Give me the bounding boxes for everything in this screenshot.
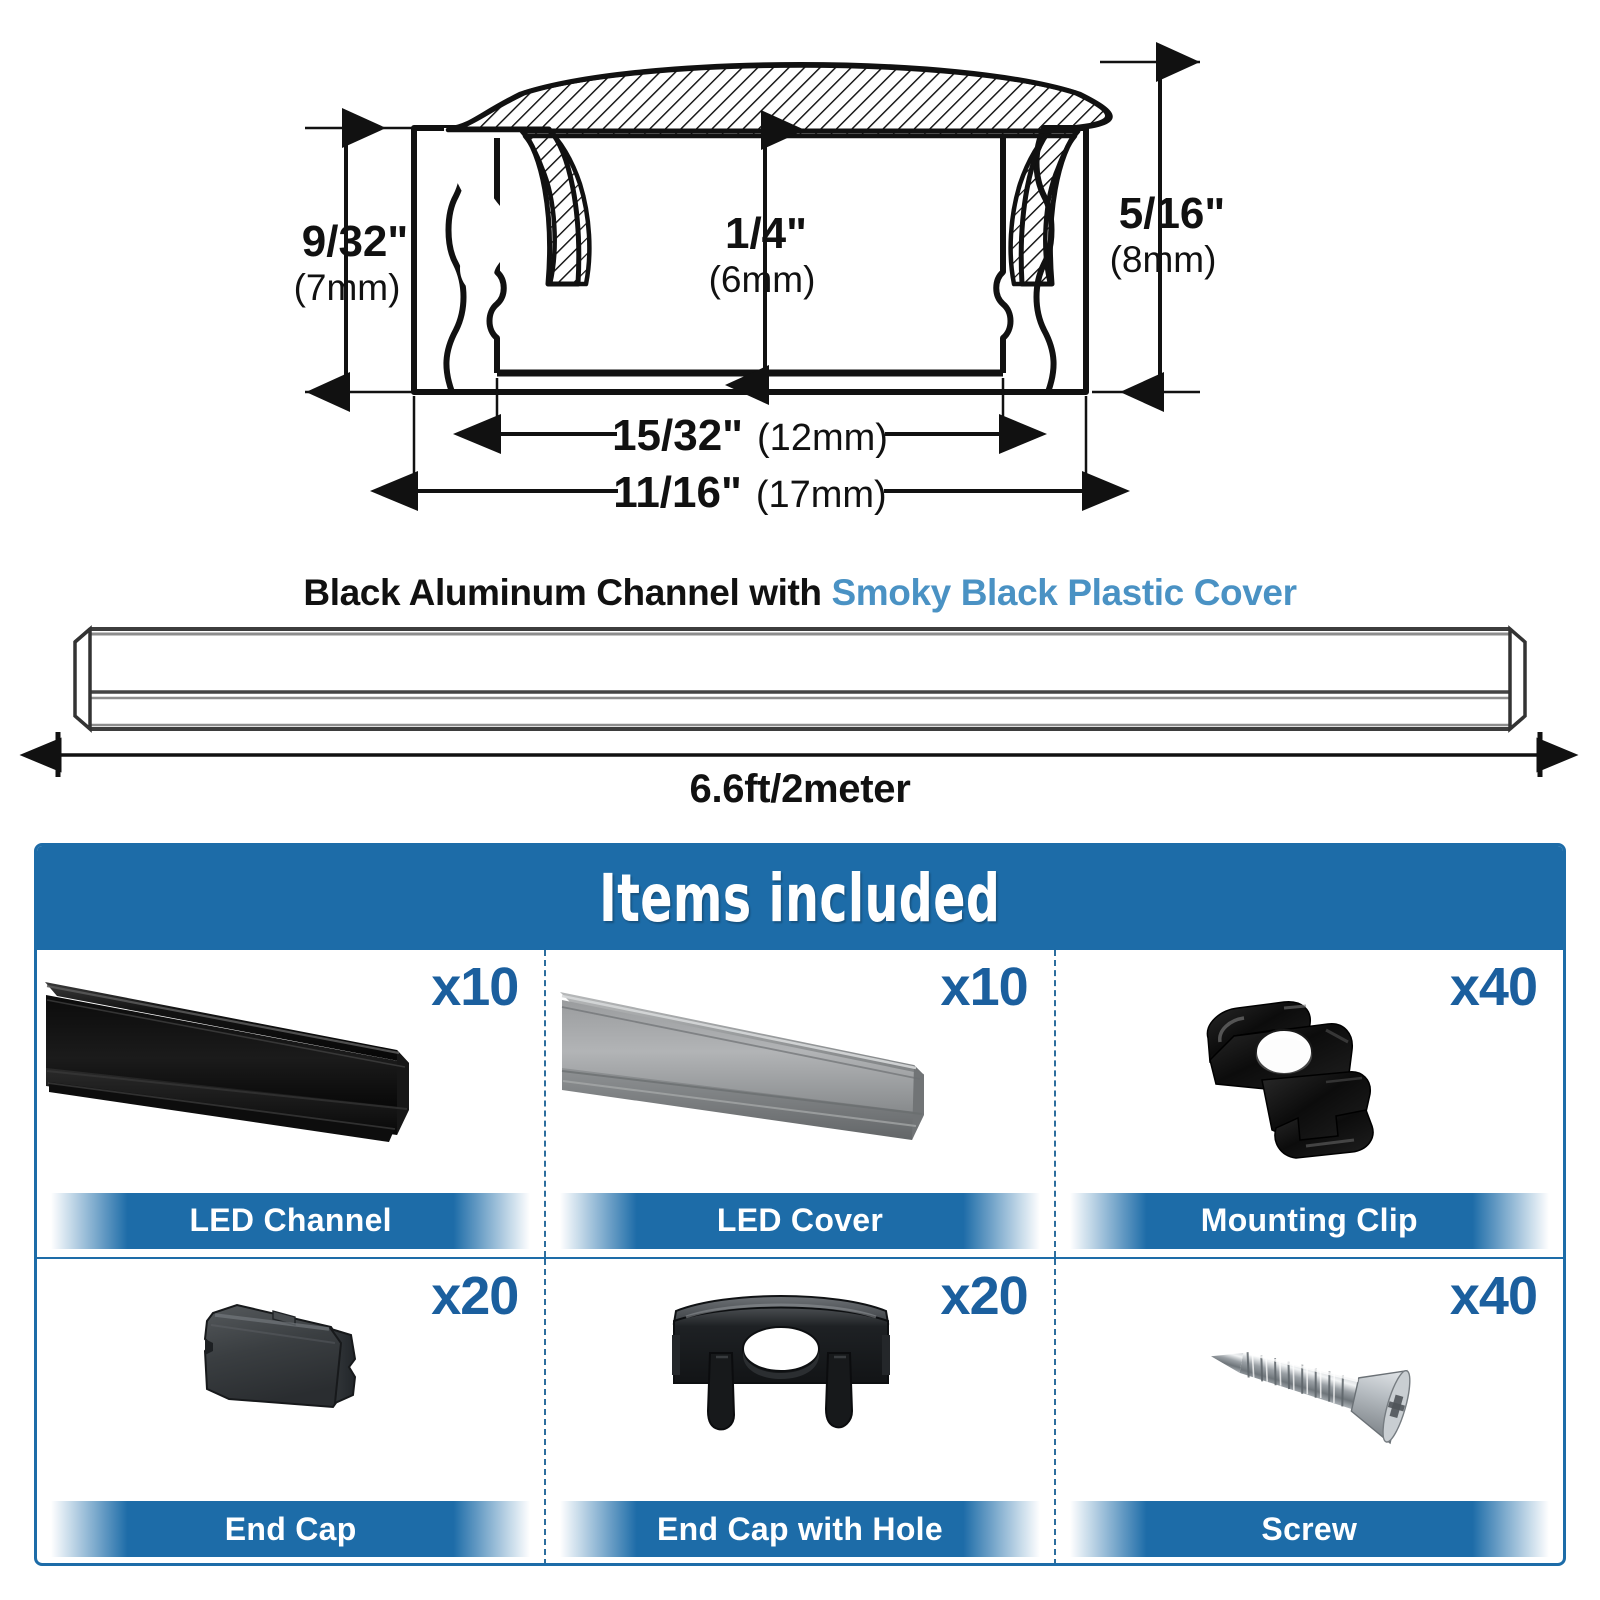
items-included-title: Items included	[599, 859, 1001, 937]
item-label-mounting-clip: Mounting Clip	[1069, 1192, 1549, 1249]
silver-screw	[1210, 1351, 1411, 1444]
dimension-height-with-cover	[1092, 42, 1200, 412]
dim-label-height-outer-inch: 9/32"	[302, 217, 409, 266]
dimension-total-length	[19, 732, 1579, 777]
items-included-box: Items included	[34, 843, 1566, 1566]
items-row-bottom: x20 End Cap	[37, 1258, 1563, 1564]
black-end-cap-with-hole	[672, 1294, 891, 1430]
dimension-inner-width	[453, 378, 1047, 454]
item-qty-screw: x40	[1449, 1265, 1538, 1326]
length-label: 6.6ft/2meter	[689, 767, 911, 811]
items-grid: x10 LED Channel	[37, 950, 1563, 1564]
end-cap-art	[37, 1259, 544, 1502]
dim-label-inner-depth-inch: 1/4"	[725, 209, 807, 258]
end-cap-with-hole-art	[546, 1259, 1053, 1502]
mounting-clip-art	[1056, 950, 1563, 1193]
product-title-accent: Smoky Black Plastic Cover	[831, 572, 1297, 613]
item-qty-end-cap-with-hole: x20	[940, 1265, 1029, 1326]
channel-length-body	[73, 625, 1527, 733]
item-cell-end-cap[interactable]: x20 End Cap	[37, 1259, 544, 1564]
screw-art	[1056, 1259, 1563, 1502]
product-title-main: Black Aluminum Channel with	[303, 572, 832, 613]
black-end-cap	[203, 1303, 357, 1408]
item-qty-mounting-clip: x40	[1449, 957, 1538, 1017]
item-label-led-channel: LED Channel	[51, 1192, 531, 1249]
dimension-outer-width	[370, 396, 1130, 511]
led-channel-art	[37, 950, 544, 1193]
led-cover-art	[546, 950, 1053, 1193]
item-cell-led-channel[interactable]: x10 LED Channel	[37, 950, 544, 1257]
item-label-screw: Screw	[1069, 1501, 1549, 1557]
item-label-end-cap-with-hole: End Cap with Hole	[560, 1501, 1040, 1557]
dim-label-outer-width: 11/16"(17mm)	[613, 468, 886, 517]
black-aluminum-extrusion	[45, 982, 409, 1142]
item-qty-led-cover: x10	[940, 957, 1029, 1017]
item-cell-end-cap-with-hole[interactable]: x20 End Cap with Hole	[544, 1258, 1053, 1563]
diffuser-cover-hatched	[444, 62, 1113, 287]
full-length-bar-diagram: 6.6ft/2meter	[0, 612, 1600, 812]
dim-label-height-cover-mm: (8mm)	[1110, 239, 1217, 280]
smoky-plastic-cover-extrusion	[560, 992, 925, 1140]
cross-section-diagram: 9/32" (7mm) 5/16" (8mm) 1/4" (6mm) 15/32…	[0, 0, 1600, 545]
dim-label-inner-width: 15/32"(12mm)	[612, 411, 888, 460]
items-included-banner: Items included	[37, 846, 1563, 950]
item-label-end-cap: End Cap	[51, 1501, 531, 1557]
dimension-height-outer	[305, 108, 418, 412]
dim-label-inner-depth-mm: (6mm)	[709, 259, 816, 300]
items-row-top: x10 LED Channel	[37, 950, 1563, 1259]
item-cell-led-cover[interactable]: x10 LED Cover	[544, 950, 1053, 1257]
product-title: Black Aluminum Channel with Smoky Black …	[0, 572, 1600, 614]
item-label-led-cover: LED Cover	[560, 1192, 1040, 1249]
item-cell-screw[interactable]: x40 Screw	[1053, 1258, 1563, 1563]
dim-label-height-cover-inch: 5/16"	[1119, 189, 1226, 238]
black-mounting-clip	[1206, 1001, 1374, 1159]
item-cell-mounting-clip[interactable]: x40 Mounting Clip	[1053, 950, 1563, 1257]
item-qty-end-cap: x20	[431, 1265, 519, 1326]
dim-label-height-outer-mm: (7mm)	[294, 267, 401, 308]
item-qty-led-channel: x10	[431, 957, 519, 1017]
